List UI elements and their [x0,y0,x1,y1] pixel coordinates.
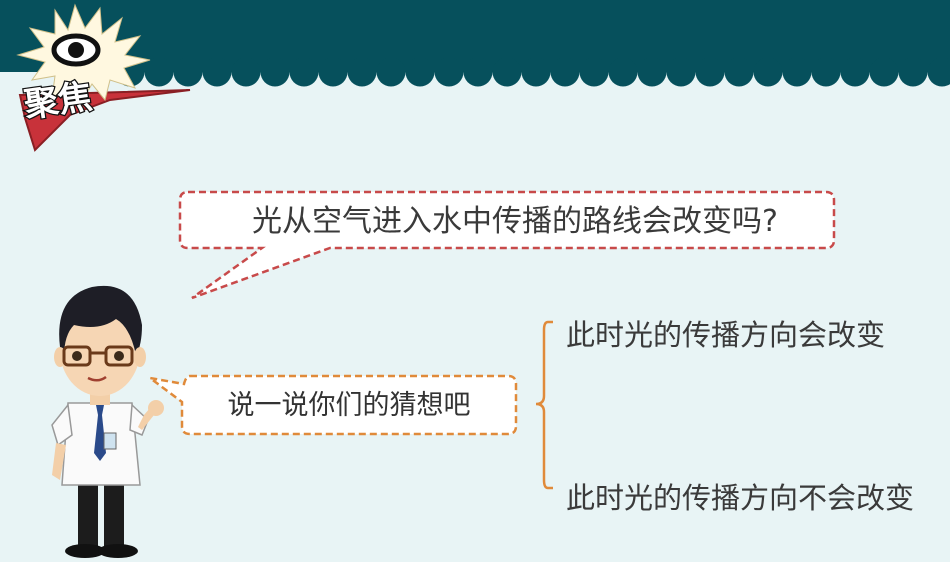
header-banner [0,0,950,87]
scallop [550,57,580,87]
scallop [782,57,812,87]
scallop [579,57,609,87]
scallop [318,57,348,87]
student-avatar [51,285,164,558]
badge-label: 聚焦 [21,77,95,126]
question-text: 光从空气进入水中传播的路线会改变吗? [252,204,778,239]
scallop [898,57,928,87]
scallop [753,57,783,87]
option-will-not-change: 此时光的传播方向不会改变 [566,481,915,515]
scallop [144,57,174,87]
scallop [202,57,232,87]
focus-badge: 聚焦 [16,3,191,152]
scallop [260,57,290,87]
scallop [173,57,203,87]
scallop [231,57,261,87]
scallop [927,57,950,87]
scallop [695,57,725,87]
scallop [637,57,667,87]
scallop [811,57,841,87]
choice-bracket [535,320,553,490]
option-will-change: 此时光的传播方向会改变 [566,318,886,352]
scallop [666,57,696,87]
scallop [405,57,435,87]
scallop [463,57,493,87]
scallop [289,57,319,87]
scallop [347,57,377,87]
scallop [492,57,522,87]
scallop [434,57,464,87]
scallop [608,57,638,87]
scallop [724,57,754,87]
scallop [840,57,870,87]
prompt-text: 说一说你们的猜想吧 [227,390,471,421]
scallop [376,57,406,87]
eye-icon [51,33,101,67]
scallop [521,57,551,87]
scallop [869,57,899,87]
